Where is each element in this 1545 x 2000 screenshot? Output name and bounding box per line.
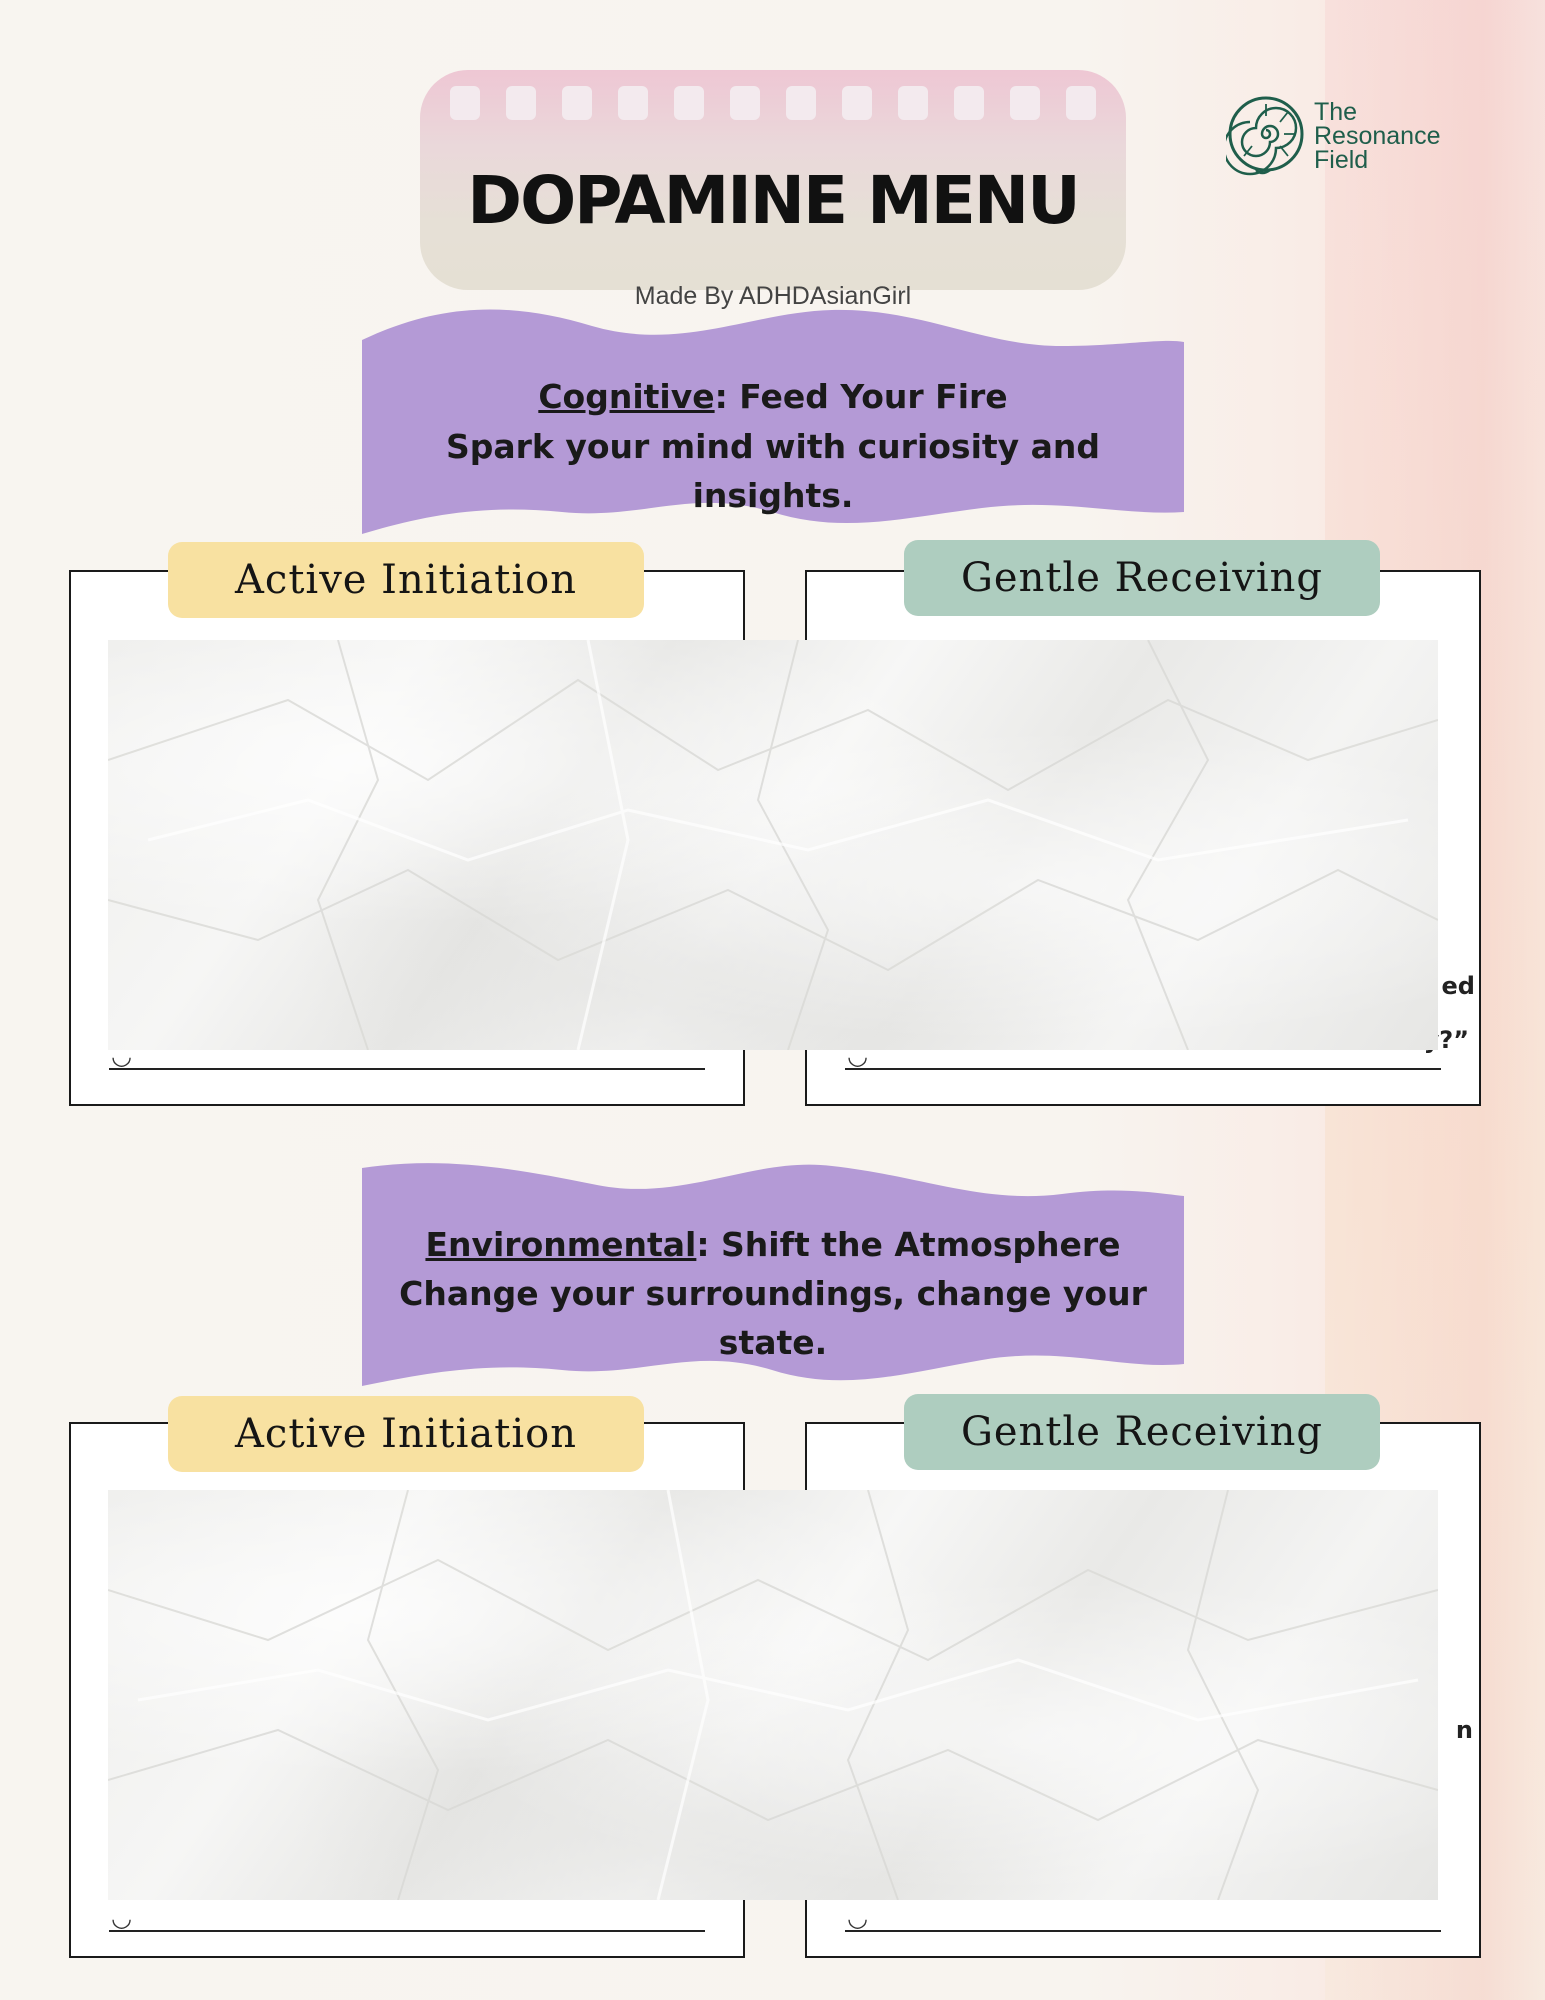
cognitive-heading-rest: : Feed Your Fire <box>714 377 1008 416</box>
cognitive-heading: Cognitive: Feed Your Fire <box>362 372 1184 421</box>
environmental-banner: Environmental: Shift the Atmosphere Chan… <box>362 1160 1184 1392</box>
tab-active-initiation: Active Initiation <box>168 1396 644 1472</box>
film-strip-holes <box>450 86 1096 120</box>
list-underline <box>109 1930 705 1932</box>
author-credit: Made By ADHDAsianGirl <box>634 282 912 310</box>
crumpled-paper-overlay <box>108 640 1438 1050</box>
environmental-heading: Environmental: Shift the Atmosphere <box>362 1220 1184 1269</box>
logo-line-1: The <box>1314 98 1358 126</box>
tab-active-initiation: Active Initiation <box>168 542 644 618</box>
cognitive-banner: Cognitive: Feed Your Fire Spark your min… <box>362 302 1184 534</box>
page-title: DOPAMINE MENU <box>467 162 1080 239</box>
list-item-fragment: ed <box>1441 972 1475 1000</box>
cognitive-subtitle: Spark your mind with curiosity and insig… <box>445 427 1101 515</box>
tab-gentle-receiving: Gentle Receiving <box>904 1394 1380 1470</box>
list-item-fragment: n <box>1455 1716 1473 1744</box>
logo-wordmark: The Resonance Field <box>1314 98 1441 174</box>
list-underline <box>845 1068 1441 1070</box>
title-card: DOPAMINE MENU <box>420 70 1126 290</box>
list-underline <box>845 1930 1441 1932</box>
environmental-key: Environmental <box>425 1225 697 1264</box>
environmental-subtitle: Change your surroundings, change your st… <box>399 1274 1147 1362</box>
list-underline <box>109 1068 705 1070</box>
brand-logo: The Resonance Field <box>1226 94 1456 178</box>
checkbox-circle-icon: ◡ <box>111 1904 132 1932</box>
environmental-heading-rest: : Shift the Atmosphere <box>696 1225 1121 1264</box>
tab-gentle-receiving: Gentle Receiving <box>904 540 1380 616</box>
cognitive-key: Cognitive <box>538 377 715 416</box>
nautilus-shell-icon <box>1226 96 1304 176</box>
checkbox-circle-icon: ◡ <box>847 1904 868 1932</box>
logo-line-3: Field <box>1314 146 1369 174</box>
logo-line-2: Resonance <box>1314 122 1441 150</box>
crumpled-paper-overlay <box>108 1490 1438 1900</box>
